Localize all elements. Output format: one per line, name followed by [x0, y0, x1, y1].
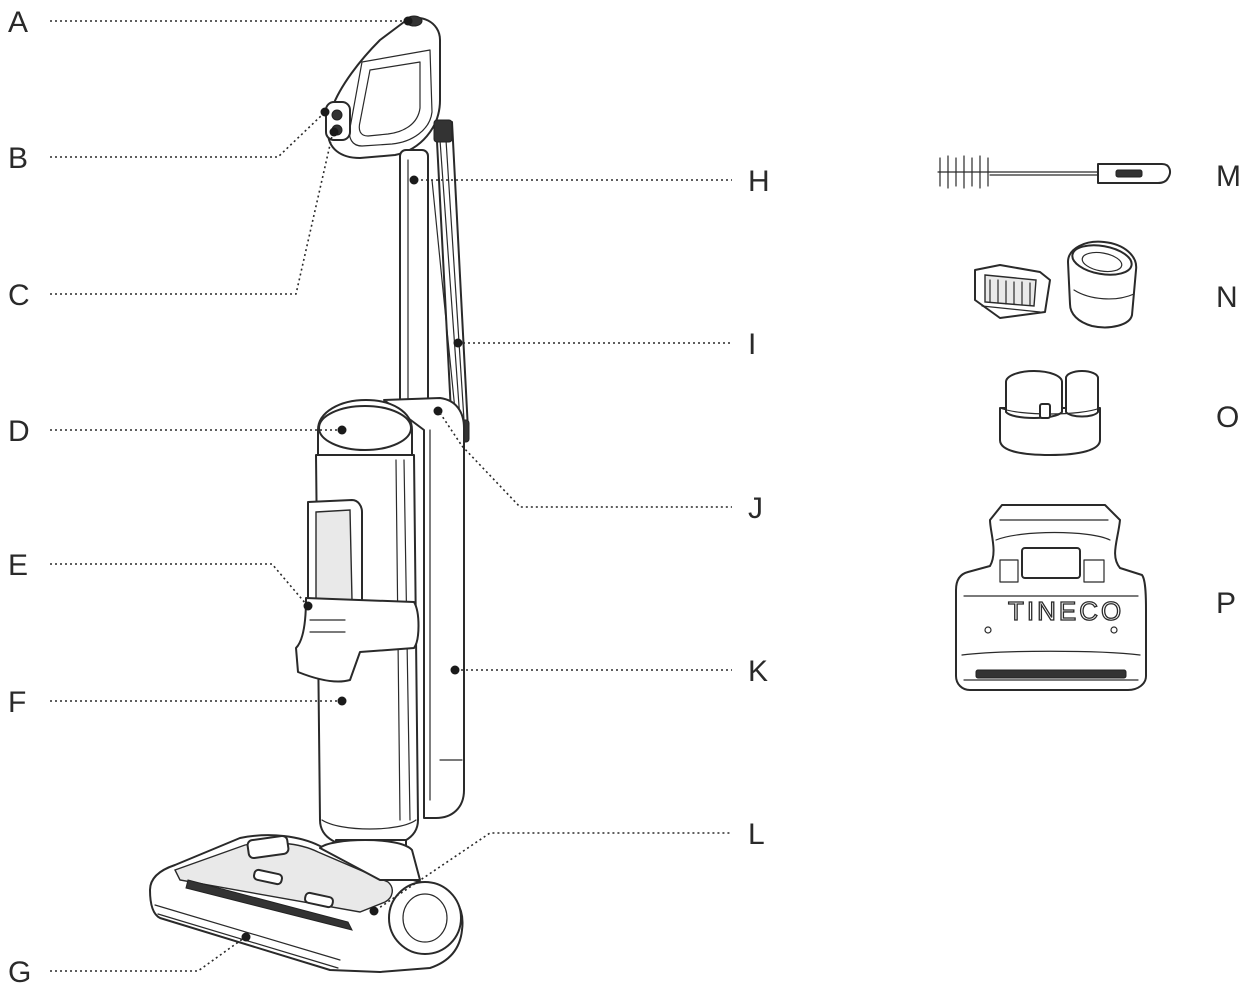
leader-l	[375, 832, 732, 911]
cup-filter	[1067, 240, 1138, 329]
callout-label-n: N	[1216, 281, 1238, 314]
leader-e	[50, 563, 307, 605]
callout-label-o: O	[1216, 401, 1239, 434]
leader-dot-h	[409, 175, 419, 185]
brand-logo-text: TINECO	[1008, 596, 1124, 626]
leader-dot-k	[450, 665, 460, 675]
callout-label-g: G	[8, 956, 31, 989]
leader-b	[50, 114, 323, 158]
leader-dot-c	[329, 127, 339, 137]
leader-dot-i	[453, 338, 463, 348]
dirty-water-tank	[295, 499, 420, 683]
callout-label-f: F	[8, 686, 26, 719]
callout-label-c: C	[8, 279, 30, 312]
vacuum-illustration	[149, 15, 470, 973]
floor-head	[149, 834, 464, 973]
charging-base: TINECO	[955, 504, 1147, 691]
leader-lines	[50, 16, 732, 972]
callout-label-a: A	[8, 6, 28, 39]
square-filter	[974, 264, 1051, 319]
callout-label-h: H	[748, 165, 770, 198]
leader-dot-f	[337, 696, 347, 706]
callout-label-d: D	[8, 415, 30, 448]
leader-dot-e	[303, 601, 313, 611]
hose	[431, 119, 470, 443]
leader-dot-a	[403, 16, 413, 26]
callout-label-j: J	[748, 492, 763, 525]
cleaning-brush-tool	[937, 155, 1171, 189]
callout-label-p: P	[1216, 587, 1236, 620]
callout-labels: A B C D E F G H I J K L M N O P	[8, 6, 1241, 989]
leader-dot-d	[337, 425, 347, 435]
leader-dot-l	[369, 906, 379, 916]
callout-label-i: I	[748, 328, 756, 361]
callout-label-k: K	[748, 655, 768, 688]
leader-g	[50, 937, 245, 972]
rear-body	[383, 397, 465, 819]
leader-j-inner	[439, 412, 463, 447]
callout-label-e: E	[8, 549, 28, 582]
leader-c	[50, 135, 333, 295]
leader-j	[461, 445, 732, 508]
main-tube	[399, 149, 429, 406]
callout-label-b: B	[8, 142, 28, 175]
callout-label-m: M	[1216, 160, 1241, 193]
callout-label-l: L	[748, 818, 765, 851]
filters	[974, 240, 1138, 329]
storage-tray	[999, 370, 1101, 456]
leader-dot-b	[320, 107, 330, 117]
leader-dot-g	[241, 932, 251, 942]
brush-bristles-icon	[937, 155, 991, 189]
handle-grip	[325, 15, 441, 159]
